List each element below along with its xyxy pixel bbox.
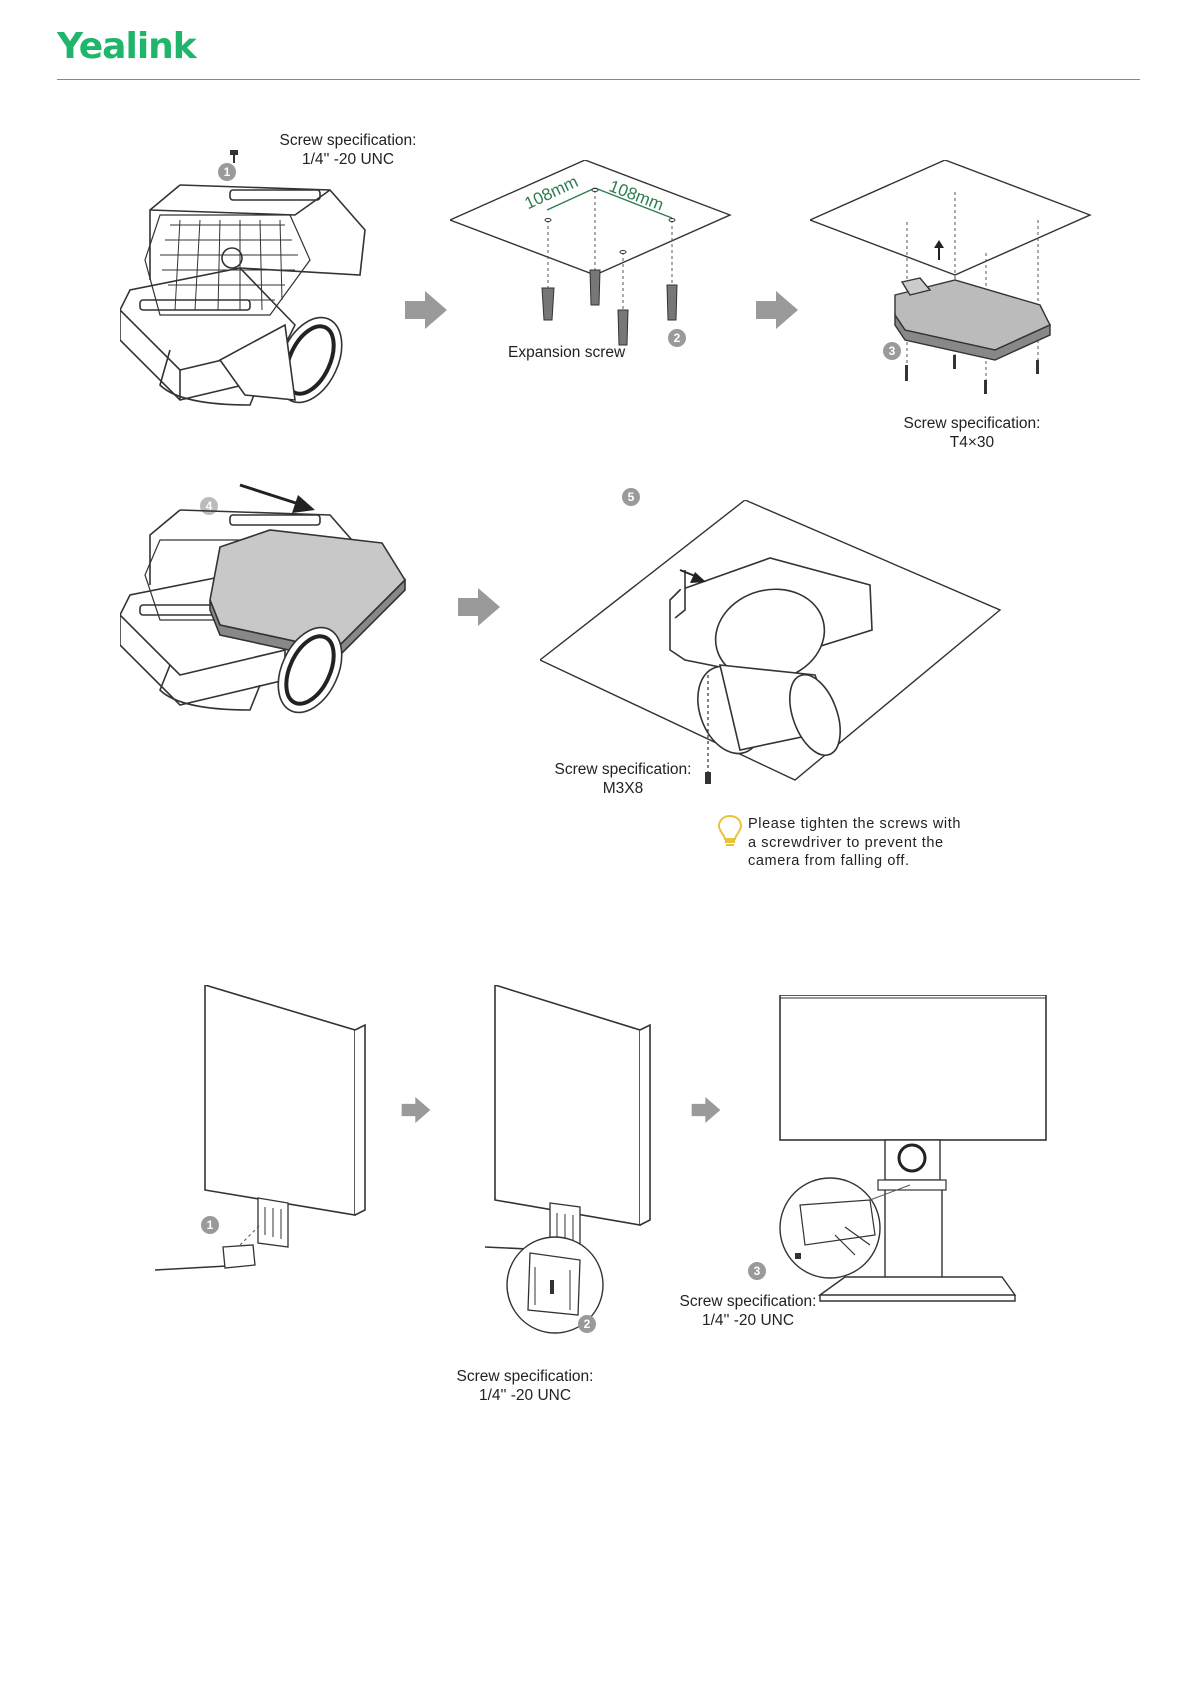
- step3-spec-label: Screw specification: T4×30: [892, 414, 1052, 452]
- next-step-arrow-icon: [458, 588, 500, 626]
- next-step-arrow-icon: [690, 1097, 722, 1123]
- display-with-bracket-closeup-illustration: [480, 985, 655, 1335]
- sliding-plate-onto-camera-illustration: [120, 475, 420, 745]
- next-step-arrow-icon: [756, 291, 798, 329]
- next-step-arrow-icon: [405, 291, 447, 329]
- step3-badge: 3: [883, 342, 901, 360]
- ceiling-with-mounting-plate-illustration: [810, 160, 1100, 410]
- camera-mounted-on-ceiling-illustration: [540, 500, 1010, 790]
- display-step2-badge: 2: [578, 1315, 596, 1333]
- display-step2-spec-label: Screw specification: 1/4'' -20 UNC: [445, 1367, 605, 1405]
- step5-spec-label: Screw specification: M3X8: [543, 760, 703, 798]
- next-step-arrow-icon: [400, 1097, 432, 1123]
- yealink-logo: Yealink: [57, 26, 196, 67]
- ceiling-with-expansion-screws-illustration: [450, 160, 740, 360]
- tip-text: Please tighten the screws with a screwdr…: [748, 815, 961, 871]
- header-divider: [57, 79, 1140, 80]
- lightbulb-tip-icon: [717, 814, 743, 848]
- expansion-screw-label: Expansion screw: [508, 343, 625, 362]
- camera-with-mount-plate-illustration: [120, 150, 380, 440]
- display-with-camera-bracket-illustration: [155, 985, 370, 1275]
- step2-badge: 2: [668, 329, 686, 347]
- camera-under-display-stand-illustration: [760, 995, 1050, 1320]
- display-step3-badge: 3: [748, 1262, 766, 1280]
- display-step3-spec-label: Screw specification: 1/4'' -20 UNC: [668, 1292, 828, 1330]
- display-step1-badge: 1: [201, 1216, 219, 1234]
